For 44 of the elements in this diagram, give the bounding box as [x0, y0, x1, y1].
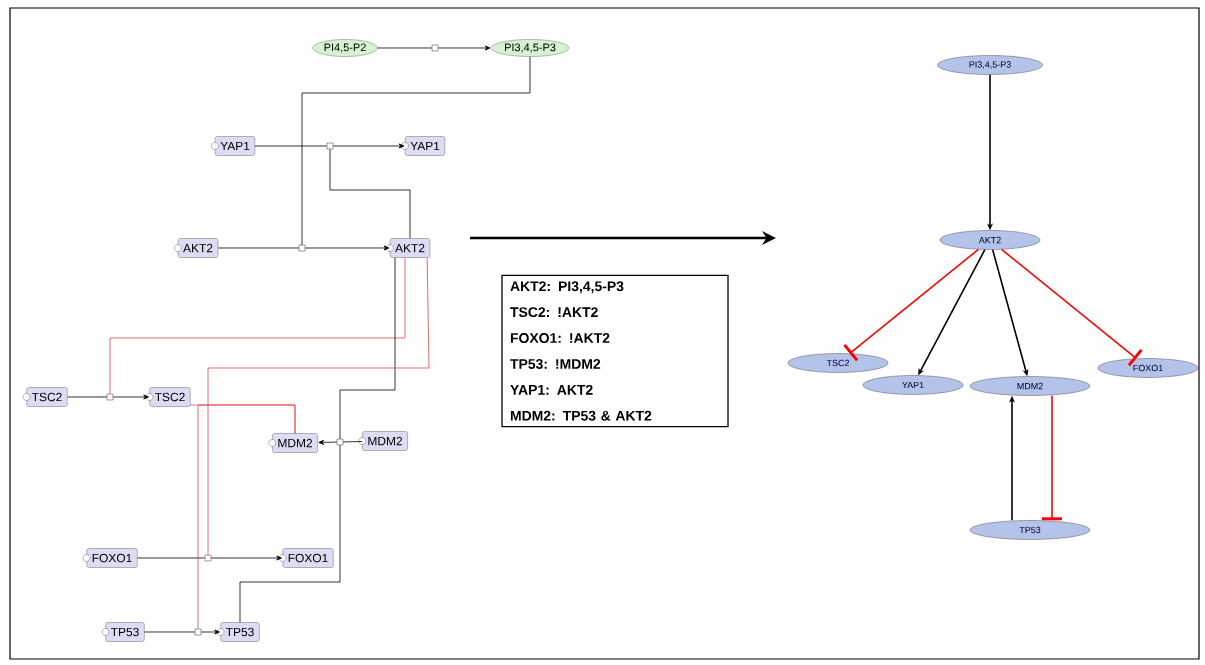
species-box: FOXO1	[82, 548, 138, 568]
connector-line	[109, 257, 406, 395]
species-box: TP53	[216, 622, 260, 642]
process-square	[326, 142, 334, 150]
arrow	[1000, 248, 1143, 367]
connector-line	[254, 145, 328, 147]
species-box: AKT2	[174, 238, 219, 258]
arrow	[304, 245, 390, 251]
species-box: MDM2	[358, 431, 408, 451]
species-box: TP53	[101, 622, 145, 642]
connector-line	[377, 47, 433, 49]
connector-line	[329, 148, 411, 239]
species-box: MDM2	[268, 433, 318, 453]
arrow	[200, 629, 220, 635]
connector-line	[137, 557, 206, 559]
species-box: YAP1	[211, 136, 256, 156]
species-box: YAP1	[401, 136, 446, 156]
arrow	[843, 248, 980, 362]
connector-line	[144, 631, 196, 633]
rules-box: AKT2: PI3,4,5-P3 TSC2: !AKT2 FOXO1: !AKT2 TP53: !MDM2 YAP1: AKT2 MDM2: TP53 & AKT2	[501, 274, 729, 428]
connector-line	[301, 56, 531, 246]
connector-line	[67, 396, 108, 398]
species-box: TSC2	[22, 387, 68, 407]
connector-line	[197, 404, 296, 630]
process-square	[336, 438, 344, 446]
process-square	[204, 554, 212, 562]
connector-line	[239, 444, 341, 623]
connector-line	[207, 257, 430, 556]
species-box: TSC2	[145, 387, 191, 407]
process-square	[194, 628, 202, 636]
arrow	[332, 143, 405, 149]
arrow	[318, 439, 338, 445]
arrow	[210, 555, 282, 561]
process-square	[431, 44, 439, 52]
arrow	[112, 394, 149, 400]
connector-line	[339, 257, 396, 440]
species-box: AKT2	[386, 238, 431, 258]
connector-line	[342, 441, 363, 443]
species-box: FOXO1	[278, 548, 334, 568]
arrow	[437, 45, 491, 51]
arrow	[1042, 394, 1062, 521]
connector-line	[217, 247, 300, 249]
process-square	[298, 244, 306, 252]
process-square	[106, 393, 114, 401]
